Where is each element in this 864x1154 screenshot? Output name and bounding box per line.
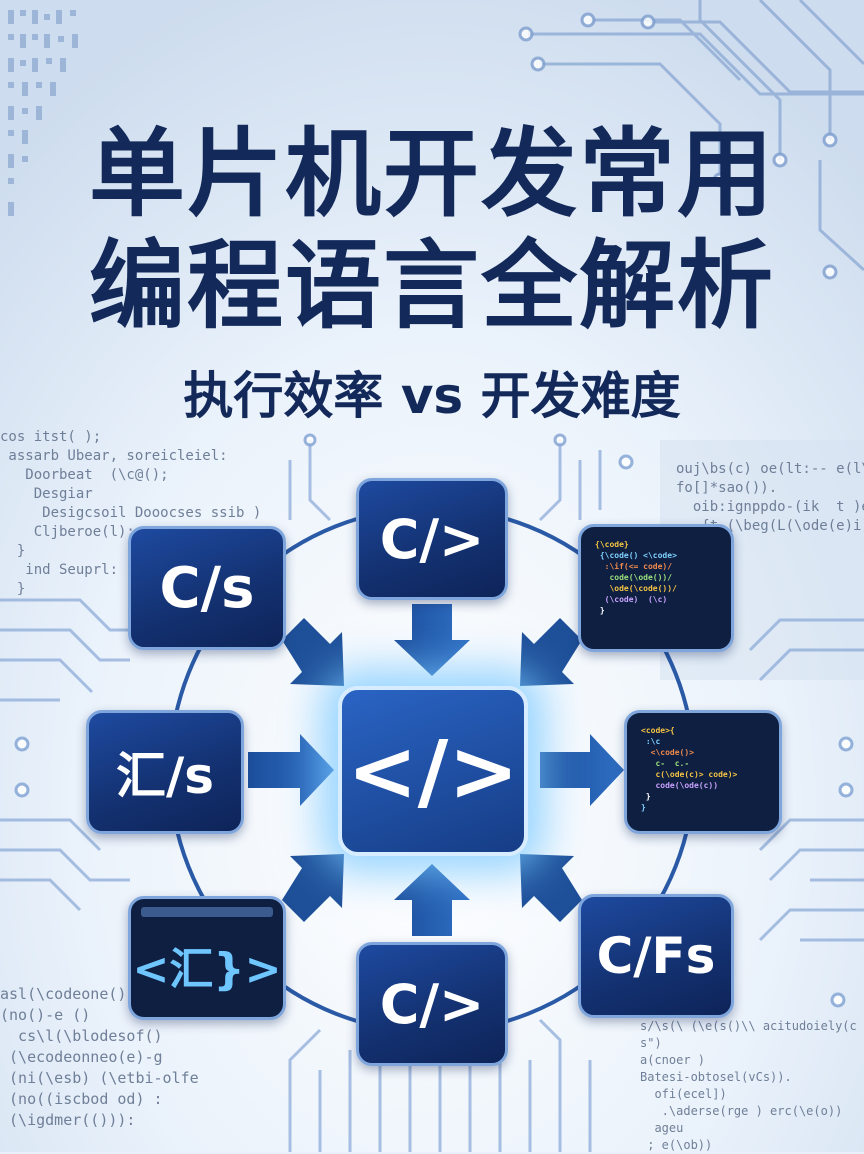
code-line: } bbox=[641, 792, 651, 801]
background-code-left-bottom: asl(\codeone() (no()-e () cs\l(\blodesof(… bbox=[0, 984, 199, 1131]
code-line: assarb Ubear, soreicleiel: bbox=[0, 448, 228, 464]
title-line-1: 单片机开发常用 bbox=[89, 118, 775, 230]
code-line: code(\ode(c)) bbox=[641, 781, 719, 790]
code-line: <code>{ bbox=[641, 726, 675, 735]
code-snippet-right-top: {\code} {\code() <\code> :\if(<= code)/ … bbox=[595, 539, 677, 616]
code-line: \ode(\code())/ bbox=[595, 584, 677, 593]
code-line: asl(\codeone() bbox=[0, 985, 127, 1003]
code-line: (no((iscbod od) : bbox=[0, 1090, 163, 1108]
tile-asm-s-label: 汇/s bbox=[115, 747, 215, 805]
tile-code-right-mid: <code>{ :\c <\code()> c- c.- c(\ode(c)> … bbox=[624, 710, 782, 834]
code-line: :\if(<= code)/ bbox=[595, 562, 673, 571]
code-line: .\aderse(rge ) erc(\e(o)) bbox=[640, 1104, 843, 1118]
tile-code-right-top: {\code} {\code() <\code> :\if(<= code)/ … bbox=[578, 524, 734, 652]
center-tile-label: </> bbox=[347, 722, 519, 820]
code-line: ; e(\ob)) bbox=[640, 1138, 713, 1152]
background-code-left-top: cos itst( ); assarb Ubear, soreicleiel: … bbox=[0, 428, 261, 599]
title-line-2: 编程语言全解析 bbox=[89, 230, 775, 342]
background-code-right-top: ouj\bs(c) oe(lt:-- e(l\ o-,fo[]*sao()). … bbox=[676, 460, 864, 555]
tile-c-fs-label: C/Fs bbox=[596, 927, 716, 985]
code-line: fo[]*sao()). bbox=[676, 480, 778, 496]
tile-c-s: C/s bbox=[128, 526, 286, 650]
code-line: (\code) (\c) bbox=[595, 595, 668, 604]
tile-c-fs: C/Fs bbox=[578, 894, 734, 1018]
background-code-right-bottom: s/\s(\ (\e(s()\\ acitudoiely(c s") a(cnoer… bbox=[640, 1018, 857, 1154]
window-bar bbox=[141, 907, 273, 917]
code-line: s/\s(\ (\e(s()\\ acitudoiely(c bbox=[640, 1019, 857, 1033]
code-line: a(cnoer ) bbox=[640, 1053, 706, 1067]
subtitle: 执行效率 vs 开发难度 bbox=[183, 367, 681, 425]
code-line: (no()-e () bbox=[0, 1006, 91, 1024]
code-line: ind Seuprl: bbox=[0, 562, 119, 578]
code-line: {\code} bbox=[595, 540, 629, 549]
tile-c-top-label: C/> bbox=[379, 507, 485, 571]
tile-asm-s: 汇/s bbox=[86, 710, 244, 834]
code-line: c- c.- bbox=[641, 759, 690, 768]
code-line: (ni(\esb) (\etbi-olfe bbox=[0, 1069, 199, 1087]
code-line: } bbox=[595, 606, 605, 615]
code-line: cos itst( ); bbox=[0, 429, 102, 445]
code-line: } bbox=[0, 543, 26, 559]
code-line: Desigcsoil Dooocses ssib ) bbox=[0, 505, 262, 521]
code-line: oib:ignppdo-(ik t )e) bbox=[676, 499, 864, 515]
code-line: {\code() <\code> bbox=[595, 551, 677, 560]
code-line: <\code()> bbox=[641, 748, 694, 757]
code-line: ouj\bs(c) oe(lt:-- e(l\ o-, bbox=[676, 461, 864, 477]
code-line: code(\ode())/ bbox=[595, 573, 673, 582]
code-line: ageu bbox=[640, 1121, 684, 1135]
center-tile: </> bbox=[338, 686, 528, 856]
code-line: Doorbeat (\c@(); bbox=[0, 467, 169, 483]
tile-c-s-label: C/s bbox=[159, 555, 255, 621]
tile-asm-brackets: <汇}> bbox=[128, 896, 286, 1020]
code-line: Batesi-obtosel(vCs)). bbox=[640, 1070, 792, 1084]
tile-c-top: C/> bbox=[356, 478, 508, 600]
tile-c-bottom: C/> bbox=[356, 942, 508, 1066]
code-line: Cljberoe(l): bbox=[0, 524, 135, 540]
code-line: cs\l(\blodesof() bbox=[0, 1027, 163, 1045]
code-line: Desgiar bbox=[0, 486, 93, 502]
tile-asm-brackets-label: <汇}> bbox=[132, 944, 282, 995]
code-line: } bbox=[0, 581, 26, 597]
code-snippet-right-mid: <code>{ :\c <\code()> c- c.- c(\ode(c)> … bbox=[641, 725, 737, 813]
tile-c-bottom-label: C/> bbox=[379, 972, 485, 1036]
code-line: :\c bbox=[641, 737, 661, 746]
code-line: } bbox=[641, 803, 646, 812]
code-line: (\igdmer(())): bbox=[0, 1111, 136, 1129]
code-line: {t.(\beg(L(\ode(e)i) bbox=[676, 518, 864, 534]
code-line: (\ecodeonneo(e)-g bbox=[0, 1048, 163, 1066]
code-line: ofi(ecel]) bbox=[640, 1087, 727, 1101]
code-line: s") bbox=[640, 1036, 662, 1050]
code-line: c(\ode(c)> code)> bbox=[641, 770, 738, 779]
